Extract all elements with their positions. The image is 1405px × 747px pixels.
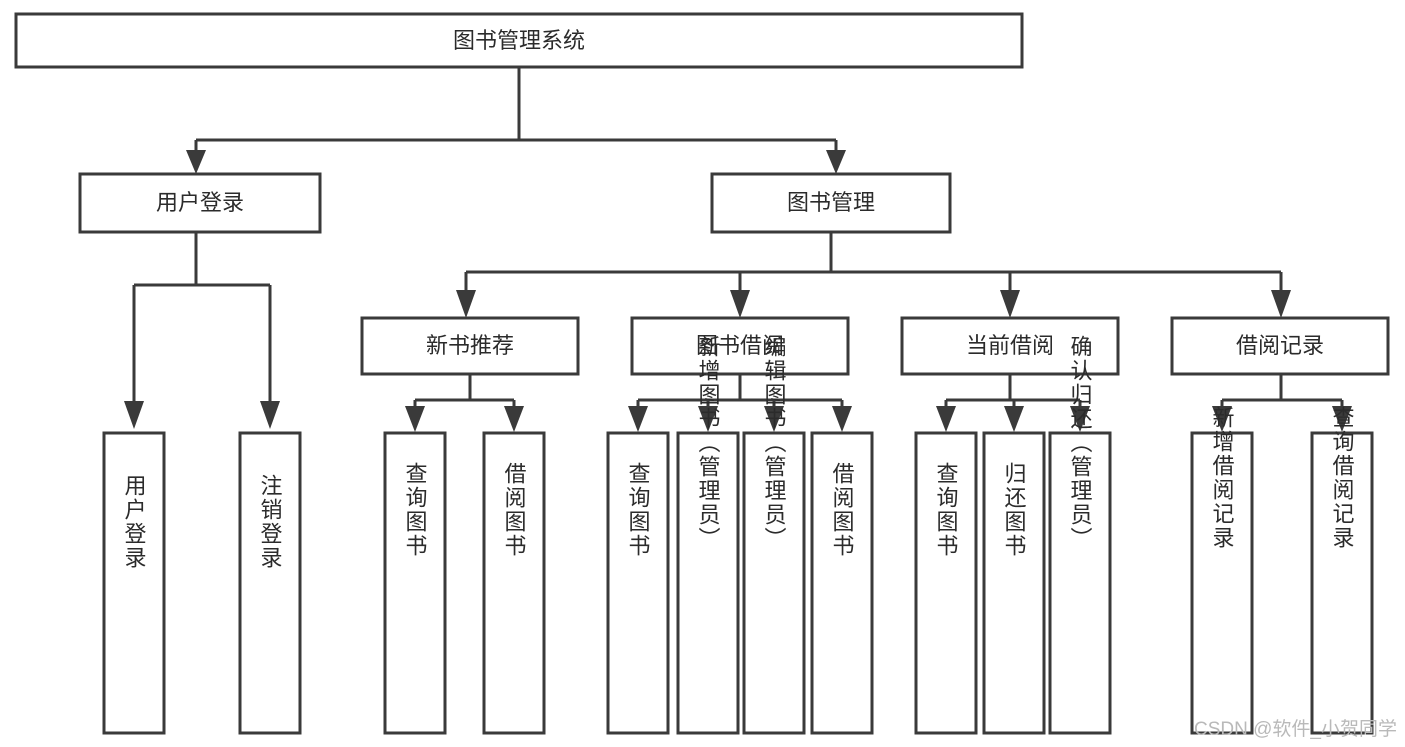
- node-leaf-borrow-book-2[interactable]: 借阅图书: [810, 431, 874, 735]
- node-leaf-borrow-book-1-label: 借阅图书: [502, 462, 527, 558]
- node-new-book-recommend-label: 新书推荐: [426, 333, 514, 358]
- node-leaf-borrow-book-1[interactable]: 借阅图书: [482, 431, 546, 735]
- node-leaf-add-book[interactable]: 新增图书（管理员）: [676, 335, 740, 735]
- node-leaf-query-book-3-label: 查询图书: [934, 462, 959, 558]
- node-leaf-query-book-1[interactable]: 查询图书: [383, 431, 447, 735]
- node-leaf-add-book-label: 新增图书（管理员）: [696, 335, 721, 551]
- watermark-text: CSDN @软件_小贺同学: [1194, 719, 1397, 740]
- node-leaf-query-record-label: 查询借阅记录: [1330, 406, 1355, 550]
- node-leaf-user-logout[interactable]: 注销登录: [238, 431, 302, 735]
- node-leaf-edit-book-label: 编辑图书（管理员）: [762, 335, 787, 551]
- node-leaf-query-book-2[interactable]: 查询图书: [606, 431, 670, 735]
- node-leaf-add-record[interactable]: 新增借阅记录: [1190, 406, 1254, 735]
- node-current-borrow-label: 当前借阅: [966, 333, 1054, 358]
- arrow-head-icon: [698, 406, 718, 432]
- node-root[interactable]: 图书管理系统: [14, 12, 1024, 69]
- node-book-manage[interactable]: 图书管理: [710, 172, 952, 234]
- node-leaf-add-record-label: 新增借阅记录: [1210, 406, 1235, 550]
- node-leaf-user-login-label: 用户登录: [122, 474, 147, 570]
- arrow-head-icon: [1070, 406, 1090, 432]
- arrow-head-icon: [1271, 290, 1291, 318]
- node-leaf-return-book-label: 归还图书: [1002, 462, 1027, 558]
- arrow-head-icon: [730, 290, 750, 318]
- node-leaf-return-book[interactable]: 归还图书: [982, 431, 1046, 735]
- node-leaf-borrow-book-2-label: 借阅图书: [830, 462, 855, 558]
- node-book-borrow-label: 图书借阅: [696, 333, 784, 358]
- arrow-head-icon: [456, 290, 476, 318]
- node-book-manage-label: 图书管理: [787, 190, 875, 215]
- arrow-head-icon: [186, 150, 206, 174]
- node-leaf-query-book-3[interactable]: 查询图书: [914, 431, 978, 735]
- node-user-login[interactable]: 用户登录: [78, 172, 322, 234]
- arrow-head-icon: [1000, 290, 1020, 318]
- node-leaf-confirm-return[interactable]: 确认归还（管理员）: [1048, 335, 1112, 735]
- arrow-head-icon: [1004, 406, 1024, 432]
- connector-new-book-recommend-to-leaves: [405, 374, 524, 432]
- node-new-book-recommend[interactable]: 新书推荐: [360, 316, 580, 376]
- node-leaf-query-book-1-label: 查询图书: [403, 462, 428, 558]
- node-root-label: 图书管理系统: [453, 28, 585, 53]
- node-book-borrow[interactable]: 图书借阅: [630, 316, 850, 376]
- node-leaf-confirm-return-label: 确认归还（管理员）: [1068, 335, 1093, 551]
- connector-book-borrow-to-leaves: [628, 374, 852, 432]
- arrow-head-icon: [1212, 406, 1232, 432]
- node-leaf-user-login[interactable]: 用户登录: [102, 431, 166, 735]
- connector-borrow-record-to-leaves: [1212, 374, 1352, 432]
- connector-book-manage-to-level3: [456, 232, 1291, 318]
- node-leaf-edit-book[interactable]: 编辑图书（管理员）: [742, 335, 806, 735]
- arrow-head-icon: [405, 406, 425, 432]
- node-current-borrow[interactable]: 当前借阅: [900, 316, 1120, 376]
- arrow-head-icon: [826, 150, 846, 174]
- arrow-head-icon: [628, 406, 648, 432]
- arrow-head-icon: [832, 406, 852, 432]
- arrow-head-icon: [504, 406, 524, 432]
- node-borrow-record[interactable]: 借阅记录: [1170, 316, 1390, 376]
- connector-user-login-to-leaves: [124, 232, 280, 429]
- node-leaf-query-record[interactable]: 查询借阅记录: [1310, 406, 1374, 735]
- arrow-head-icon: [936, 406, 956, 432]
- node-leaf-query-book-2-label: 查询图书: [626, 462, 651, 558]
- arrow-head-icon: [764, 406, 784, 432]
- node-borrow-record-label: 借阅记录: [1236, 333, 1324, 358]
- connector-current-borrow-to-leaves: [936, 374, 1090, 432]
- node-leaf-user-logout-label: 注销登录: [258, 474, 283, 570]
- arrow-head-icon: [260, 401, 280, 429]
- node-user-login-label: 用户登录: [156, 190, 244, 215]
- connector-root-to-level2: [186, 67, 846, 174]
- arrow-head-icon: [124, 401, 144, 429]
- arrow-head-icon: [1332, 406, 1352, 432]
